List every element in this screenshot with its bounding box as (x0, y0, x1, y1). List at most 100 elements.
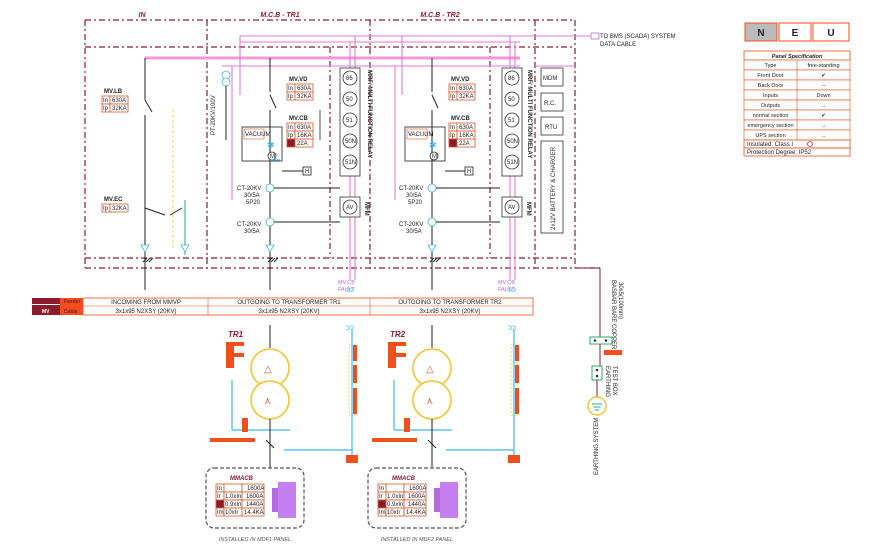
svg-text:H: H (467, 169, 471, 175)
svg-text:M: M (432, 154, 437, 160)
svg-text:⋏: ⋏ (264, 396, 271, 407)
tr2-mvcb-spec: MV.CB In 630A Ip 16KA 22A (448, 116, 476, 148)
svg-text:CT-20KV: CT-20KV (237, 222, 261, 228)
svg-text:M: M (270, 154, 275, 160)
feeder-table: MV Feeder Cable INCOMING FROM MMVP OUTGO… (32, 297, 534, 316)
control-boxes: MDM R.C. RTU 2x12V BATTERY & CHARGER (540, 67, 564, 234)
svg-text:FAULT: FAULT (338, 287, 355, 293)
svg-text:Ip: Ip (450, 133, 456, 139)
svg-text:86: 86 (346, 76, 353, 82)
tr1-mvvd-r1-k: In (288, 86, 293, 92)
tr1-relay: 86 50 51 50N 51N MRF/ MULTI FUNCTION REL… (339, 67, 372, 218)
tr1-vacuum: VACUUM (245, 132, 271, 138)
svg-text:ↄↄ: ↄↄ (508, 285, 516, 294)
panel-spec-key: Type (765, 63, 777, 69)
svg-text:50N: 50N (345, 139, 356, 145)
fault-label-2: MV.CB FAULT ↄↄ (498, 280, 516, 294)
svg-text:1440A: 1440A (408, 502, 425, 508)
panel-spec-value: free-standing (807, 63, 839, 69)
panel-spec-value: ✔ (821, 113, 826, 119)
installed-1: INSTALLED IN MDF1 PANEL (219, 537, 291, 543)
svg-text:Ip: Ip (450, 94, 456, 100)
mvec-title: MV.EC (104, 197, 123, 203)
table-cable-label: Cable (64, 309, 78, 315)
mvlb-r2-k: Ip (103, 106, 109, 112)
svg-text:Im: Im (217, 510, 224, 516)
neu-indicator: N E U (744, 22, 850, 42)
mvlb-r1-v: 630A (112, 98, 126, 104)
tr1-mvcb-r3-v: 22A (297, 141, 308, 147)
panel-spec-value: → (821, 123, 827, 129)
svg-text:1.0xIn: 1.0xIn (387, 494, 403, 500)
tr2-relay-label: MRF/ MULTI FUNCTION RELAY (526, 70, 532, 158)
tr1-mvcb-title: MV.CB (289, 116, 308, 122)
panel-spec-value: → (821, 103, 827, 109)
svg-text:51: 51 (508, 118, 515, 124)
panel-spec-insulated: Insulated: Class I (747, 142, 793, 148)
svg-text:In: In (450, 125, 455, 131)
busbar-line2: 30x5(100mm) (617, 282, 623, 319)
svg-text:FAULT: FAULT (498, 287, 515, 293)
svg-text:✱: ✱ (429, 140, 437, 150)
mvec-spec: MV.EC Ip 32KA (101, 197, 129, 213)
panel-spec-value: -- (822, 83, 826, 89)
svg-text:1600A: 1600A (246, 494, 263, 500)
panel-spec-key: UPS section (755, 133, 785, 139)
svg-text:MV.CB: MV.CB (451, 116, 470, 122)
svg-text:ↄↄ: ↄↄ (346, 323, 354, 332)
mdm-box: MDM (543, 76, 557, 82)
neu-u: U (827, 28, 834, 39)
test-box-line2: TEST BOX (611, 366, 617, 396)
mvlb-title: MV.LB (104, 89, 123, 95)
svg-text:30/5A: 30/5A (406, 193, 422, 199)
bms-label-line2: DATA CABLE (600, 42, 636, 48)
svg-text:50: 50 (346, 97, 353, 103)
svg-text:In: In (379, 486, 384, 492)
fault-label-1: MV.CB FAULT ↄↄ (338, 280, 355, 294)
tr2-ct1-label: CT-20KV 30/5A 5P20 (399, 186, 423, 206)
mcb-tr1-section: VACUUM ✱ M H (221, 58, 340, 290)
panel-spec-title: Panel Specification (772, 54, 823, 60)
panel-spec-key: Back Door (758, 83, 784, 89)
tr1-mvcb-spec: MV.CB In 630A Ip 16KA 22A (286, 116, 314, 148)
svg-text:1.0xIn: 1.0xIn (225, 494, 241, 500)
svg-text:5P20: 5P20 (246, 200, 261, 206)
tr1-label: TR1 (228, 330, 244, 339)
svg-text:✱: ✱ (267, 140, 275, 150)
tr1-mvvd-r2-k: Ip (288, 94, 294, 100)
installed-2: INSTALLED IN MDF2 PANEL (381, 537, 453, 543)
svg-text:51: 51 (346, 118, 353, 124)
svg-text:AV: AV (508, 205, 516, 211)
svg-text:H: H (305, 169, 309, 175)
tr2-relay: 86 50 51 50N 51N MRF/ MULTI FUNCTION REL… (501, 67, 532, 218)
svg-text:50: 50 (508, 97, 515, 103)
svg-text:30/5A: 30/5A (244, 193, 260, 199)
svg-text:630A: 630A (459, 86, 473, 92)
svg-text:86: 86 (508, 76, 515, 82)
bms-label-line1: TO BMS (SCADA) SYSTEM (600, 34, 676, 40)
panel-spec-key: Front Door (757, 73, 783, 79)
svg-text:CT-20KV: CT-20KV (237, 186, 261, 192)
svg-text:Ir: Ir (217, 494, 221, 500)
tr1-mvcb-r2-k: Ip (288, 133, 294, 139)
cable-3: 3x1x95 N2XSY (20KV) (420, 309, 481, 315)
tr2-vacuum: VACUUM (408, 132, 434, 138)
tr2-mfm-label: MFM (525, 202, 531, 216)
tr1-mvcb-r2-v: 16KA (297, 133, 312, 139)
svg-text:△: △ (426, 364, 434, 375)
section-mcb1-title: M.C.B - TR1 (260, 12, 299, 19)
svg-text:CT-20KV: CT-20KV (399, 222, 423, 228)
test-box-line1: EARTHING (604, 366, 610, 397)
tr1-ct2-label: CT-20KV 30/5A (237, 222, 261, 235)
svg-text:1600A: 1600A (247, 486, 264, 492)
rtu-box: RTU (545, 125, 557, 131)
svg-text:51N: 51N (345, 160, 356, 166)
tr1-mvvd-r2-v: 32KA (297, 94, 312, 100)
svg-text:MMACB: MMACB (230, 476, 254, 482)
panel-spec-key: normal section (753, 113, 789, 119)
svg-text:MV.VD: MV.VD (451, 77, 470, 83)
tr1-mvcb-r1-v: 630A (297, 125, 311, 131)
panel-spec-table: Panel Specification Type free-standingFro… (743, 50, 851, 157)
svg-text:1600A: 1600A (409, 486, 426, 492)
